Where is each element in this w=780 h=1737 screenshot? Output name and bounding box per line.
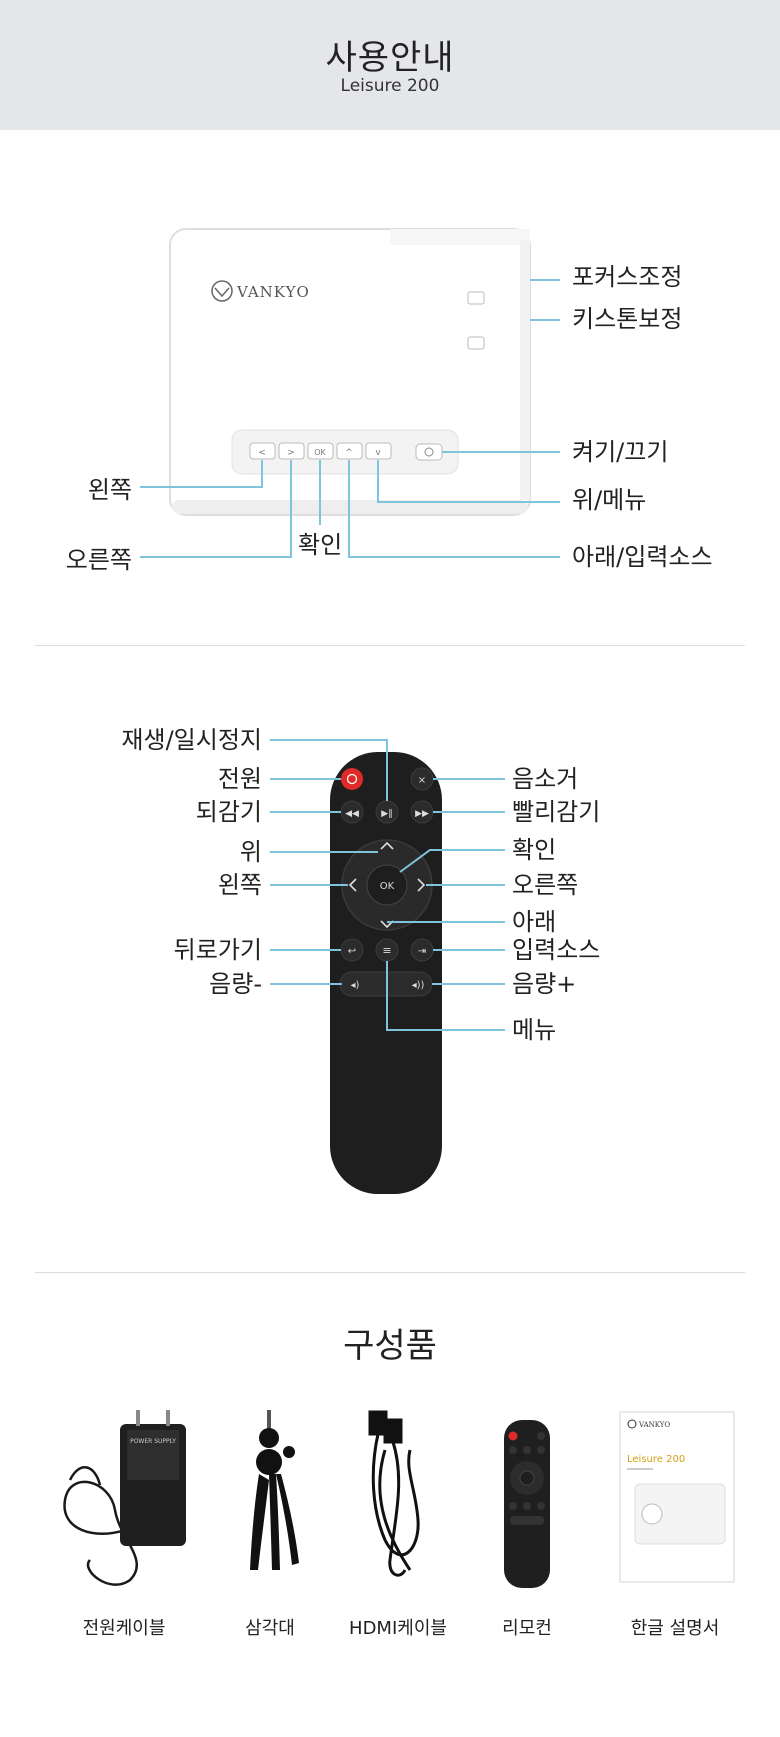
- divider-2: [35, 1272, 745, 1273]
- manual-icon: VANKYO Leisure 200: [619, 1411, 735, 1583]
- projector-ok-button: [307, 442, 334, 460]
- remote-power-icon: [346, 773, 358, 785]
- component-label-hdmi: HDMI케이블: [349, 1618, 447, 1639]
- projector-top-edge: [390, 229, 530, 245]
- menu-icon: ≡: [382, 944, 391, 957]
- divider-1: [35, 645, 745, 646]
- label-left: 왼쪽: [87, 476, 132, 504]
- projector-power-button: [415, 443, 443, 461]
- page-subtitle: Leisure 200: [340, 76, 440, 96]
- svg-text:>: >: [287, 448, 295, 458]
- components-images: POWER SUPPLY VANKYO: [63, 1410, 735, 1588]
- svg-text:POWER SUPPLY: POWER SUPPLY: [130, 1438, 176, 1445]
- projector-left-button: [249, 442, 276, 460]
- label-play-pause: 재생/일시정지: [121, 726, 262, 754]
- mute-icon: ×: [418, 775, 426, 786]
- volume-down-icon: ◂): [351, 980, 360, 991]
- label-remote-left: 왼쪽: [217, 871, 262, 899]
- power-adapter-icon: POWER SUPPLY: [63, 1410, 186, 1586]
- svg-text:OK: OK: [380, 881, 395, 892]
- projector-down-button: [365, 442, 392, 460]
- remote-ok-button: [366, 864, 408, 906]
- back-icon: ↩: [348, 946, 356, 957]
- label-power: 켜기/끄기: [572, 438, 669, 466]
- component-label-power-cable: 전원케이블: [82, 1618, 166, 1639]
- volume-up-icon: ◂)): [412, 980, 425, 991]
- vankyo-logo-icon: [211, 280, 233, 302]
- projector-side-edge: [520, 240, 530, 500]
- dpad-right-icon: [417, 878, 426, 892]
- component-label-tripod: 삼각대: [245, 1618, 295, 1639]
- dpad-left-icon: [348, 878, 357, 892]
- label-remote-power: 전원: [217, 765, 262, 793]
- label-remote-ok: 확인: [512, 836, 557, 864]
- svg-text:v: v: [375, 448, 381, 458]
- label-source: 입력소스: [512, 936, 601, 964]
- remote-callout-lines: [270, 739, 505, 1031]
- dpad-up-icon: [380, 841, 394, 850]
- focus-indicator-icon: [467, 291, 485, 305]
- projector-callout-lines: [140, 279, 560, 558]
- label-up-menu: 위/메뉴: [572, 486, 647, 514]
- svg-text:^: ^: [345, 448, 353, 458]
- projector-brand-text: VANKYO: [236, 283, 310, 301]
- label-remote-down: 아래: [512, 908, 557, 936]
- source-icon: ⇥: [418, 946, 426, 957]
- power-icon: [424, 447, 434, 457]
- label-right: 오른쪽: [65, 546, 132, 574]
- projector-up-button: [336, 442, 363, 460]
- page-header: 사용안내 Leisure 200: [0, 0, 780, 130]
- svg-text:OK: OK: [314, 448, 326, 457]
- component-label-manual: 한글 설명서: [630, 1618, 720, 1639]
- remote-diagram: × ◀◀ ▶‖ ▶▶ OK ↩ ≡ ⇥ ◂) ◂)): [270, 739, 505, 1194]
- label-fast-forward: 빨리감기: [512, 798, 601, 826]
- label-vol-up: 음량+: [512, 970, 577, 998]
- fast-forward-icon: ▶▶: [415, 809, 429, 819]
- page-title: 사용안내: [325, 38, 455, 78]
- label-back: 뒤로가기: [173, 936, 262, 964]
- label-menu: 메뉴: [512, 1016, 557, 1044]
- label-down-source: 아래/입력소스: [572, 543, 713, 571]
- svg-text:Leisure 200: Leisure 200: [627, 1454, 685, 1465]
- label-focus: 포커스조정: [572, 263, 683, 291]
- keystone-indicator-icon: [467, 336, 485, 350]
- label-vol-down: 음량-: [209, 970, 262, 998]
- rewind-icon: ◀◀: [345, 809, 359, 819]
- tripod-icon: [250, 1410, 299, 1570]
- play-pause-icon: ▶‖: [381, 809, 392, 819]
- component-label-remote: 리모컨: [502, 1618, 552, 1639]
- projector-right-button: [278, 442, 305, 460]
- label-remote-up: 위: [239, 838, 262, 866]
- label-keystone: 키스톤보정: [572, 305, 683, 333]
- remote-icon: [504, 1420, 550, 1588]
- label-ok: 확인: [298, 531, 343, 559]
- projector-diagram: VANKYO < > OK ^ v: [140, 228, 560, 558]
- svg-text:VANKYO: VANKYO: [638, 1421, 670, 1429]
- remote-power-button: [341, 768, 363, 790]
- svg-text:<: <: [258, 448, 266, 458]
- label-remote-right: 오른쪽: [512, 871, 579, 899]
- label-rewind: 되감기: [195, 798, 262, 826]
- components-title: 구성품: [343, 1326, 437, 1366]
- hdmi-cable-icon: [368, 1410, 420, 1577]
- label-mute: 음소거: [512, 765, 579, 793]
